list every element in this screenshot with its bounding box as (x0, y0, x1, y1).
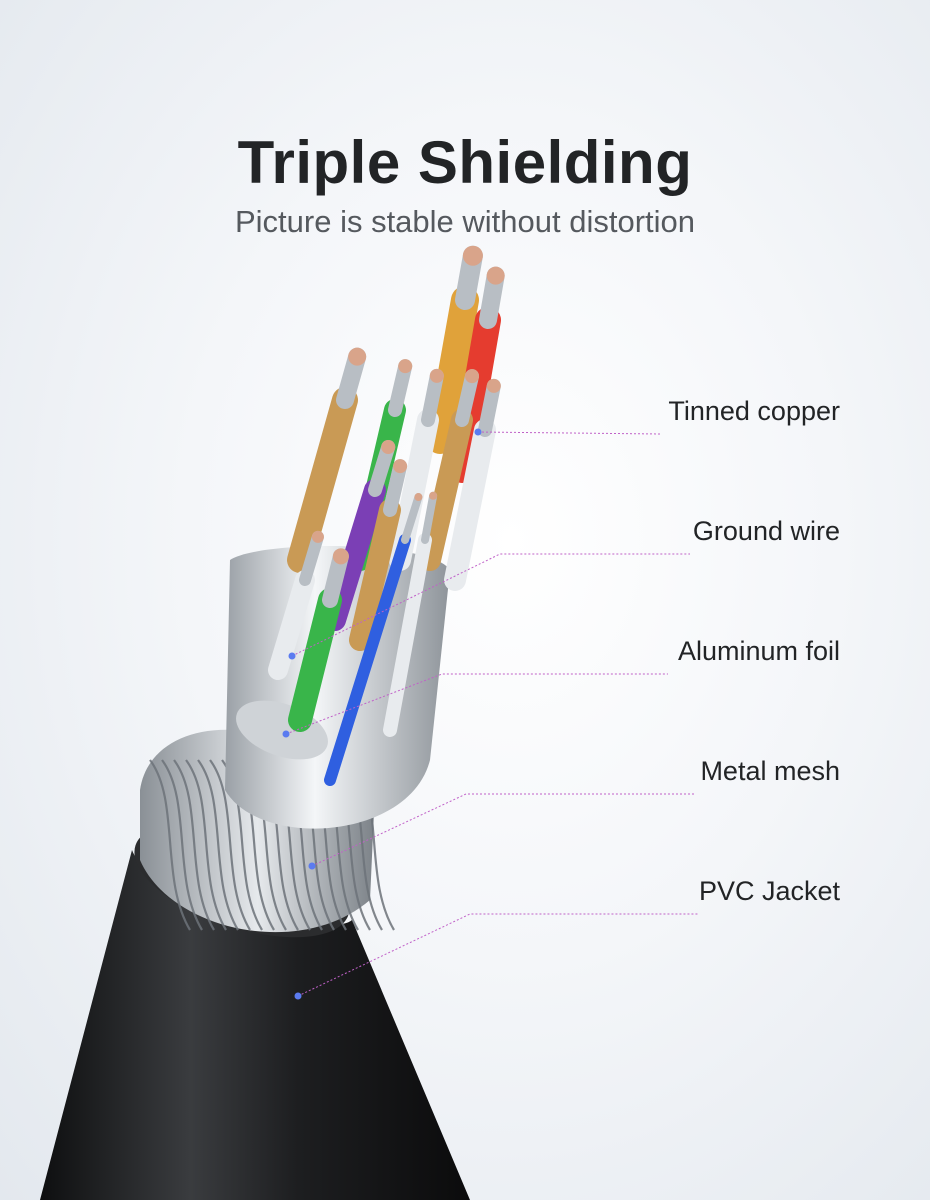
leader-line (477, 431, 661, 435)
tinned-copper-strands (388, 359, 413, 417)
mesh-strand (149, 759, 191, 931)
copper-tip (486, 266, 505, 285)
copper-tip (429, 491, 438, 500)
aluminum-foil (225, 546, 450, 829)
leader-line (291, 553, 690, 657)
tinned-copper-strands (455, 369, 480, 427)
leader-line (285, 673, 668, 735)
tinned-copper-strands (368, 439, 396, 497)
callout-dot (474, 428, 482, 436)
mesh-strand (161, 759, 203, 931)
mesh-strand (173, 759, 215, 931)
insulated-wire (419, 409, 473, 571)
copper-tip (332, 548, 349, 565)
insulated-wire (288, 588, 342, 732)
copper-tip (429, 368, 444, 383)
tinned-copper-strands (478, 378, 501, 437)
tinned-copper-strands (401, 493, 423, 544)
callout-label-aluminum-foil: Aluminum foil (677, 636, 840, 666)
page-title: Triple Shielding (237, 129, 693, 196)
copper-tip (465, 369, 480, 384)
mesh-strand (197, 759, 239, 931)
callout-label-pvc-jacket: PVC Jacket (698, 876, 840, 906)
copper-tip (381, 439, 396, 454)
page-subtitle: Picture is stable without distortion (234, 204, 696, 239)
copper-tip (393, 459, 408, 474)
insulated-wire (324, 534, 411, 786)
callout-label-ground-wire: Ground wire (692, 516, 840, 546)
tinned-copper-strands (421, 368, 444, 427)
callout-label-metal-mesh: Metal mesh (700, 756, 840, 786)
tinned-copper-strands (383, 459, 408, 517)
tinned-copper-strands (421, 491, 438, 544)
callout-dot (308, 862, 316, 870)
insulated-wire (287, 387, 358, 573)
mesh-strand (209, 759, 251, 931)
copper-tip (486, 378, 501, 393)
callout-dot (294, 992, 302, 1000)
pvc-jacket (40, 850, 470, 1200)
insulated-wire (268, 570, 315, 680)
insulated-wire (444, 419, 496, 591)
mesh-strand (185, 759, 227, 931)
tinned-copper-strands (299, 530, 324, 586)
insulated-wire (349, 499, 401, 651)
callout-dot (282, 730, 290, 738)
copper-tip (348, 347, 367, 366)
copper-tip (462, 245, 483, 266)
leader-line (311, 793, 694, 867)
insulated-wire (426, 286, 479, 454)
wire-bundle (268, 245, 505, 786)
copper-tip (311, 530, 324, 543)
callout-label-tinned-copper: Tinned copper (668, 396, 840, 426)
callout-dot (288, 652, 296, 660)
copper-tip (414, 493, 423, 502)
callout-leaders (282, 428, 842, 1000)
copper-tip (398, 359, 413, 374)
insulated-wire (383, 533, 432, 737)
